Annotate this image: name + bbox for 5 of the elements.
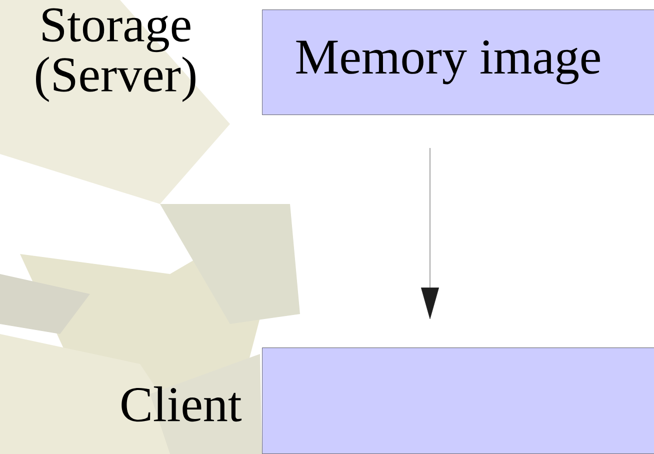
arrow	[421, 148, 439, 320]
process-box: Memory image	[262, 10, 654, 115]
side-label: Storage (Server)	[36, 8, 196, 102]
empty-box	[262, 348, 654, 454]
side-label: Client	[122, 386, 242, 422]
